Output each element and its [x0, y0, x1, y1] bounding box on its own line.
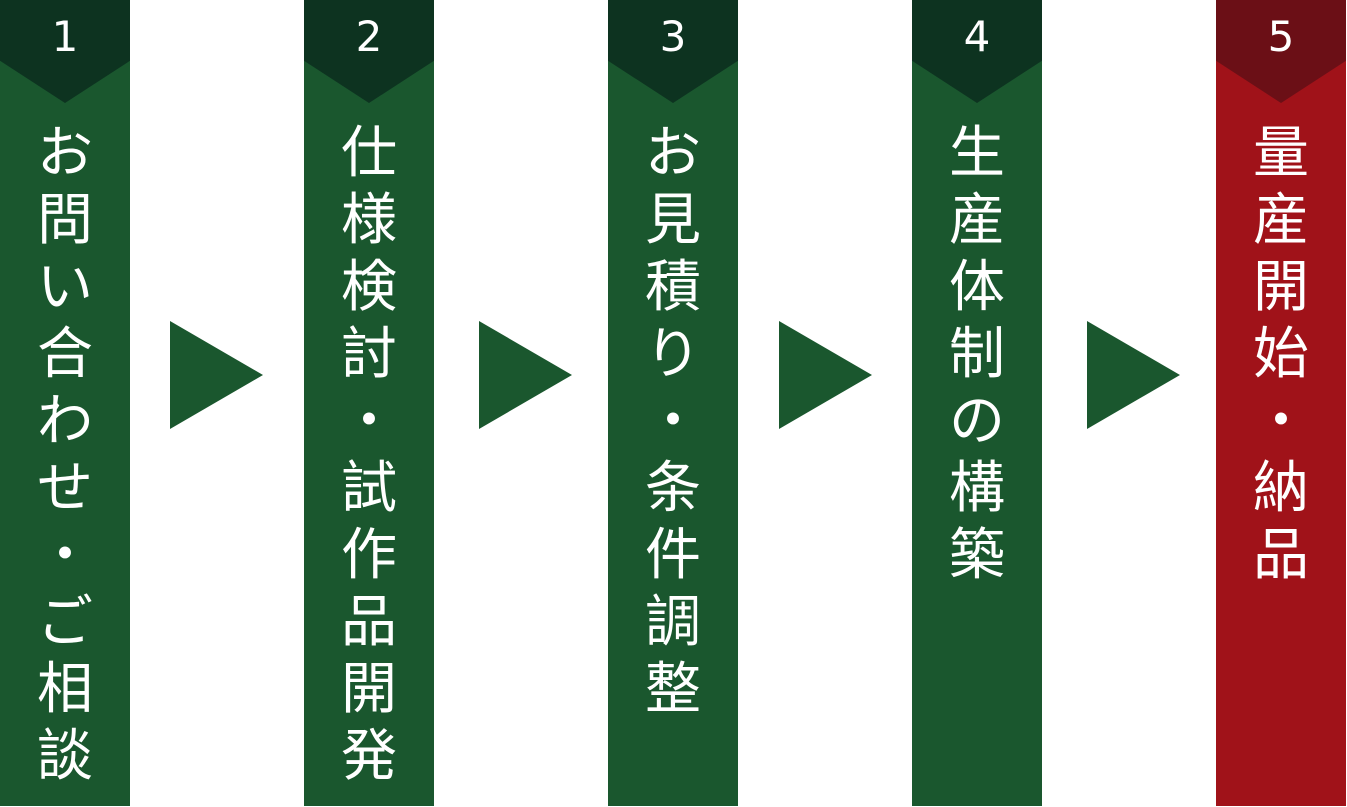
label-character: せ: [37, 456, 93, 521]
label-character: 調: [645, 590, 701, 655]
step-body: [912, 0, 1042, 806]
label-character: ・: [645, 389, 701, 454]
step-2: 2 仕様検討・試作品開発: [304, 0, 434, 806]
label-character: 作: [341, 523, 397, 588]
label-character: 様: [341, 188, 397, 253]
label-character: わ: [37, 389, 93, 454]
play-arrow-right-icon: [779, 321, 872, 429]
label-character: い: [37, 255, 93, 320]
step-number: 5: [1267, 12, 1295, 61]
label-character: 積: [645, 255, 701, 320]
step-3: 3 お見積り・条件調整: [608, 0, 738, 806]
label-character: 品: [341, 590, 397, 655]
label-character: 開: [341, 657, 397, 722]
label-character: 開: [1253, 255, 1309, 320]
step-label: 生産体制の構築: [912, 120, 1042, 589]
label-character: 合: [37, 322, 93, 387]
label-character: 体: [949, 255, 1005, 320]
label-character: 納: [1253, 456, 1309, 521]
label-character: 試: [341, 456, 397, 521]
label-character: お: [645, 121, 701, 186]
label-character: 構: [949, 456, 1005, 521]
step-number: 4: [963, 12, 991, 61]
label-character: ・: [37, 523, 93, 588]
step-label: お見積り・条件調整: [608, 120, 738, 723]
label-character: 始: [1253, 322, 1309, 387]
label-character: 仕: [341, 121, 397, 186]
step-1: 1 お問い合わせ・ご相談: [0, 0, 130, 806]
label-character: 件: [645, 523, 701, 588]
play-arrow-right-icon: [170, 321, 263, 429]
label-character: 相: [37, 657, 93, 722]
step-body: [608, 0, 738, 806]
step-body: [0, 0, 130, 806]
label-character: 産: [1253, 188, 1309, 253]
label-character: 談: [37, 724, 93, 789]
label-character: り: [645, 322, 701, 387]
label-character: 見: [645, 188, 701, 253]
label-character: 討: [341, 322, 397, 387]
step-number: 3: [659, 12, 687, 61]
label-character: ご: [37, 590, 93, 655]
step-label: お問い合わせ・ご相談: [0, 120, 130, 790]
label-character: 生: [949, 121, 1005, 186]
label-character: 築: [949, 523, 1005, 588]
label-character: ・: [1253, 389, 1309, 454]
step-4: 4 生産体制の構築: [912, 0, 1042, 806]
step-5: 5 量産開始・納品: [1216, 0, 1346, 806]
step-body: [304, 0, 434, 806]
label-character: 検: [341, 255, 397, 320]
label-character: 整: [645, 657, 701, 722]
label-character: 品: [1253, 523, 1309, 588]
play-arrow-right-icon: [479, 321, 572, 429]
label-character: 量: [1253, 121, 1309, 186]
label-character: 発: [341, 724, 397, 789]
step-label: 量産開始・納品: [1216, 120, 1346, 589]
label-character: 条: [645, 456, 701, 521]
step-label: 仕様検討・試作品開発: [304, 120, 434, 790]
play-arrow-right-icon: [1087, 321, 1180, 429]
label-character: 産: [949, 188, 1005, 253]
label-character: 問: [37, 188, 93, 253]
step-number: 1: [51, 12, 79, 61]
label-character: ・: [341, 389, 397, 454]
label-character: の: [949, 389, 1005, 454]
label-character: お: [37, 121, 93, 186]
step-number: 2: [355, 12, 383, 61]
label-character: 制: [949, 322, 1005, 387]
step-body: [1216, 0, 1346, 806]
